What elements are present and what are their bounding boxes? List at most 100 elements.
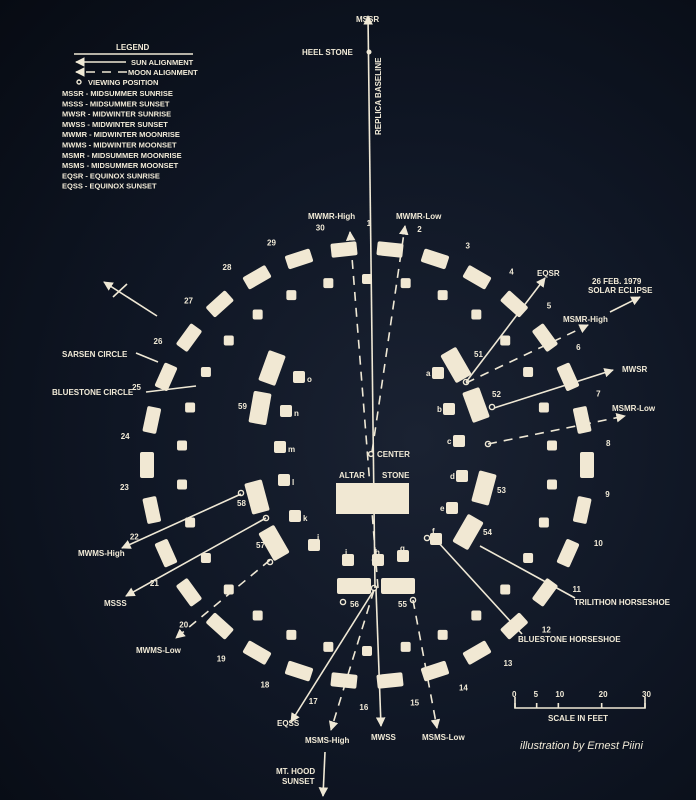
bluestone-letter: i (345, 548, 347, 557)
sarsen-stone (154, 362, 178, 391)
eqsr-line (465, 277, 546, 383)
viewing-position-icon (76, 79, 82, 85)
sarsen-number: 30 (316, 224, 325, 233)
heel-stone-marker (366, 49, 372, 55)
stone-label: STONE (382, 471, 410, 480)
sarsen-stone (376, 241, 404, 258)
viewing-position-icon (409, 596, 417, 604)
sarsen-stone (285, 248, 314, 270)
sarsen-stone (154, 539, 178, 568)
horseshoe-bluestone (430, 533, 442, 545)
bluestone (286, 290, 297, 301)
sarsen-number: 19 (217, 655, 226, 664)
eqsr-label: EQSR (537, 269, 560, 278)
bluestone-letter: f (432, 527, 435, 536)
bluestone-circle-label: BLUESTONE CIRCLE (52, 388, 134, 397)
scale-tick-label: 30 (642, 690, 651, 699)
mwsr-line (493, 368, 614, 409)
trilithon-stone (258, 525, 290, 561)
sarsen-number: 9 (605, 490, 610, 499)
horseshoe-bluestone (293, 371, 305, 383)
scale-tick-label: 0 (512, 690, 517, 699)
sarsen-number: 7 (596, 390, 601, 399)
bluestone (252, 610, 263, 621)
sarsen-stone (556, 362, 580, 391)
sarsen-number: 28 (223, 263, 232, 272)
msms-high-line (328, 589, 375, 731)
viewing-position-icon (484, 440, 492, 448)
sarsen-stone (532, 578, 558, 607)
mt-hood-sunset-label: SUNSET (282, 777, 315, 786)
bluestone (177, 440, 188, 451)
bluestone-circle-leader (145, 385, 197, 393)
sarsen-stone (242, 640, 272, 665)
sarsen-number: 29 (267, 238, 276, 247)
mt-hood-label: MT. HOOD (276, 767, 315, 776)
legend-abbreviation: MWSR - MIDWINTER SUNRISE (62, 110, 171, 119)
sarsen-number: 12 (542, 626, 551, 635)
trilithon-stone (248, 390, 272, 426)
legend-abbreviation: EQSS - EQUINOX SUNSET (62, 182, 157, 191)
mwss-line (375, 589, 386, 727)
horseshoe-bluestone (456, 470, 468, 482)
trilithon-number: 58 (237, 499, 246, 508)
sarsen-number: 10 (594, 539, 603, 548)
bluestone (286, 629, 297, 640)
bluestone-letter: j (316, 533, 319, 542)
msms-high-label: MSMS-High (305, 736, 350, 745)
legend-moon-alignment: MOON ALIGNMENT (128, 68, 198, 77)
sarsen-stone (142, 496, 161, 524)
bluestone-letter: c (447, 437, 452, 446)
msss-line (125, 517, 267, 597)
sarsen-number: 3 (466, 241, 471, 250)
mwms-low-line (175, 559, 271, 639)
viewing-position-icon (262, 514, 270, 522)
bluestone (546, 440, 557, 451)
trilithon-stone (244, 479, 270, 515)
sarsen-stone (462, 265, 492, 290)
trilithon-stone (258, 350, 286, 386)
sarsen-number: 8 (606, 439, 611, 448)
sarsen-number: 24 (121, 432, 130, 441)
bluestone (400, 641, 411, 652)
alignment-lines (103, 15, 641, 797)
trilithon-horseshoe-label: TRILITHON HORSESHOE (574, 598, 671, 607)
msms-low-label: MSMS-Low (422, 733, 465, 742)
sarsen-stone (242, 265, 272, 290)
bluestone-circle (177, 274, 557, 656)
trilithon-number: 59 (238, 402, 247, 411)
mwmr-high-line (345, 231, 379, 589)
sarsen-circle-label: SARSEN CIRCLE (62, 350, 128, 359)
msms-low-line (412, 599, 441, 729)
eqss-line (290, 589, 375, 723)
bluestone (323, 278, 334, 289)
sarsen-number: 1 (367, 219, 372, 228)
bluestone (523, 367, 534, 377)
sarsen-stone (206, 290, 234, 318)
sarsen-number: 5 (547, 302, 552, 311)
sarsen-number: 25 (132, 383, 141, 392)
bluestone-letter: b (437, 405, 442, 414)
viewing-position-icon (237, 489, 245, 497)
sarsen-number: 27 (184, 296, 193, 305)
mwmr-low-line (371, 225, 409, 453)
sarsen-number: 15 (410, 698, 419, 707)
legend-abbreviation: MWMS - MIDWINTER MOONSET (62, 141, 177, 150)
viewing-position-icon (423, 534, 431, 542)
sarsen-number: 18 (260, 681, 269, 690)
legend-abbreviation: EQSR - EQUINOX SUNRISE (62, 171, 160, 180)
legend-abbreviation: MSMS - MIDSUMMER MOONSET (62, 161, 179, 170)
sarsen-stone (206, 612, 234, 640)
bluestone (177, 479, 188, 490)
sarsen-number: 2 (417, 225, 422, 234)
bluestone (323, 641, 334, 652)
bluestone (362, 274, 372, 284)
sarsen-stone (176, 323, 202, 352)
illustration-credit: illustration by Ernest Piini (520, 740, 643, 752)
sarsen-stone (573, 406, 592, 434)
trilithon-stone (462, 387, 490, 423)
scale-tick-label: 20 (599, 690, 608, 699)
viewing-positions (237, 378, 496, 606)
